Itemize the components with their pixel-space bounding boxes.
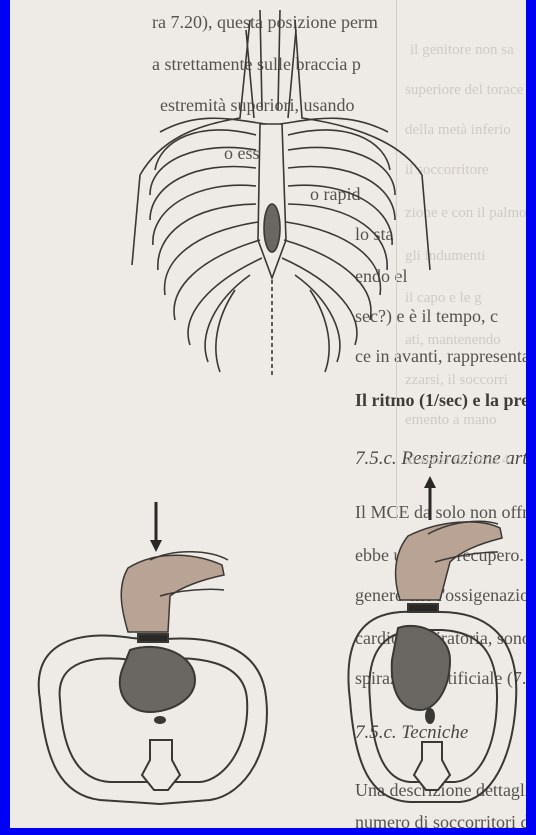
chest-released-diagram [348,604,516,802]
book-page-scan: ra 7.20), questa posizione perm a strett… [10,0,526,828]
cpr-illustration [10,0,526,828]
hands-pushing [121,552,228,632]
chest-compressed-diagram [39,634,267,804]
hands-releasing [396,521,502,600]
ribcage-figure [132,10,430,378]
